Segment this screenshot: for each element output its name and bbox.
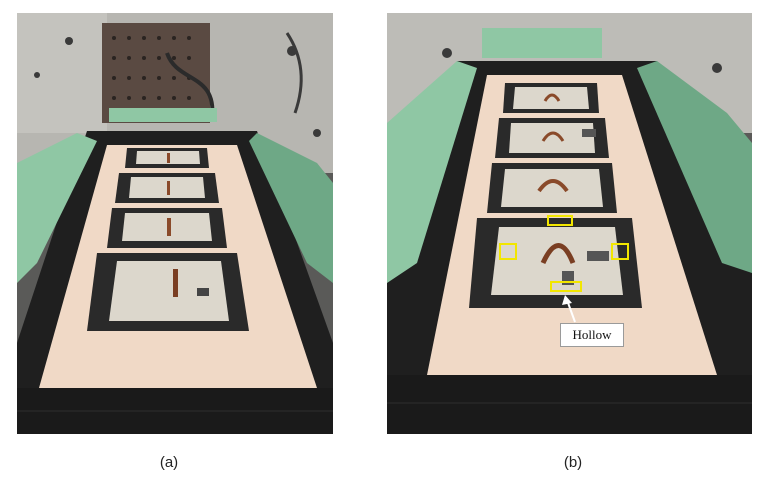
wall-hole [313,129,321,137]
green-foam-left [17,133,97,283]
specimen-slab [509,123,595,153]
green-foam-left [387,61,477,283]
green-clamp-bar [109,108,217,122]
photo-panel-b [387,13,752,434]
wall-hole [442,48,452,58]
green-foam-right [637,61,752,273]
hollow-marker-top [547,215,573,226]
caption-a: (a) [159,454,179,471]
specimen-slab [513,87,589,109]
rebar-loop [540,243,576,265]
rebar [173,269,178,297]
test-setup-photo-a [17,13,333,434]
callout-arrow-head [562,295,572,305]
specimen-slab [491,227,623,295]
hollow-marker-right [611,243,629,260]
photo-panel-a [17,13,333,434]
wall-hole [712,63,722,73]
hose [165,52,215,119]
wall-panel [17,13,107,133]
rebar-loop [543,93,561,102]
plate-holes [112,36,191,100]
steel-plate [102,23,210,123]
test-setup-photo-b [387,13,752,434]
green-foam-right [249,133,333,283]
rebar-loop [537,179,569,193]
rebar-loop [541,131,565,142]
specimen-slab [109,261,229,321]
rebar [167,218,171,236]
hollow-marker-left [499,243,517,260]
hose [285,32,303,114]
gauge-patch [587,251,609,261]
hollow-callout-label: Hollow [560,323,624,347]
hollow-marker-bottom [550,281,582,292]
wall-hole [65,37,73,45]
green-clamp-bar [482,28,602,58]
gauge-patch [197,288,209,296]
rebar [167,153,170,163]
caption-b: (b) [563,454,583,471]
specimen-slab [501,169,603,207]
wall-hole [34,72,40,78]
rebar [167,181,170,195]
front-foam [387,375,752,434]
gauge-patch [582,129,596,137]
